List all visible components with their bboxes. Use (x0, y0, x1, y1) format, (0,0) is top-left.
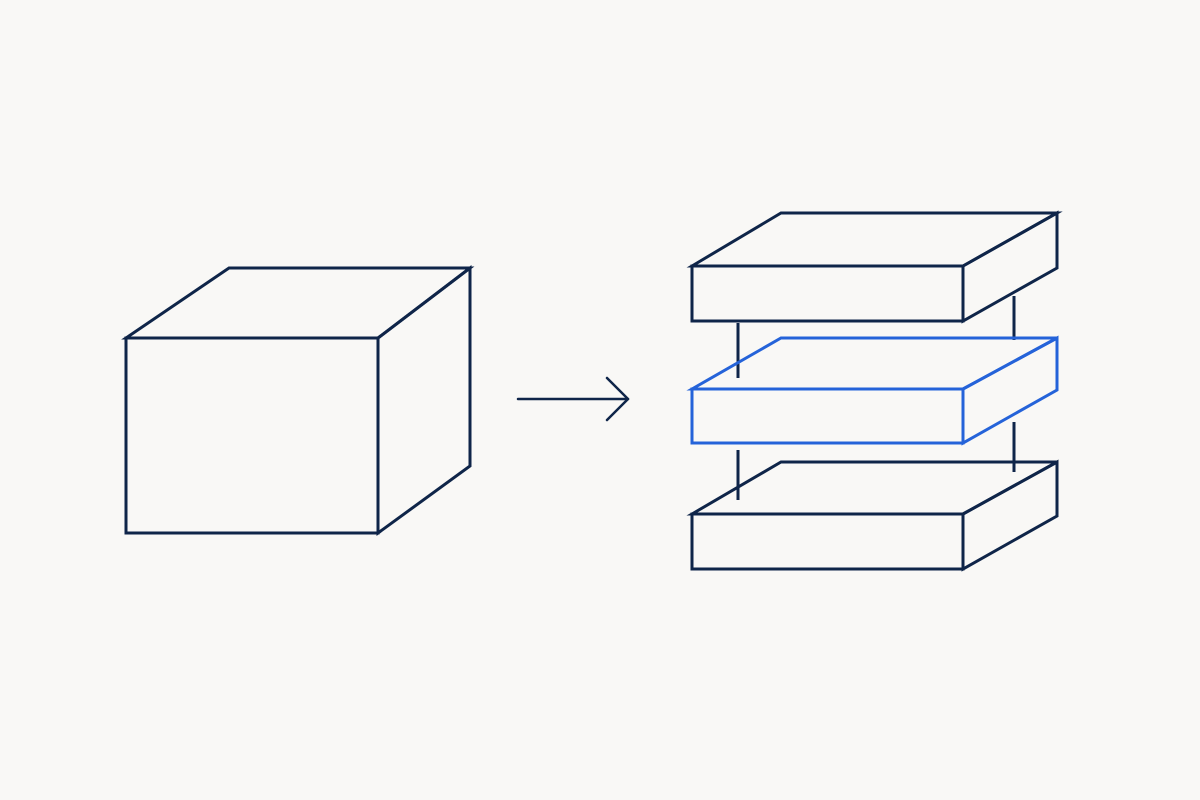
cube-top-face (121, 266, 475, 340)
right-arrow-icon (516, 376, 630, 422)
top-layer-front-face (690, 264, 965, 323)
middle-layer-side-face (961, 335, 1059, 446)
top-layer-top-face (686, 211, 1063, 268)
layer-connectors (736, 296, 1016, 500)
top-layer (686, 210, 1063, 324)
top-layer-side-face (961, 210, 1059, 324)
arrow-head (605, 376, 630, 422)
bottom-layer (686, 459, 1059, 572)
middle-layer-top-face (686, 336, 1058, 391)
cube-front-face (124, 336, 380, 535)
bottom-layer-front-face (690, 512, 965, 571)
layered-stack-icon (686, 210, 1063, 572)
cube-side-face (376, 264, 472, 536)
solid-cube-icon (121, 264, 475, 536)
bottom-layer-top-face (686, 460, 1058, 516)
middle-layer (686, 335, 1059, 446)
middle-layer-front-face (690, 387, 965, 445)
bottom-layer-side-face (961, 459, 1059, 572)
